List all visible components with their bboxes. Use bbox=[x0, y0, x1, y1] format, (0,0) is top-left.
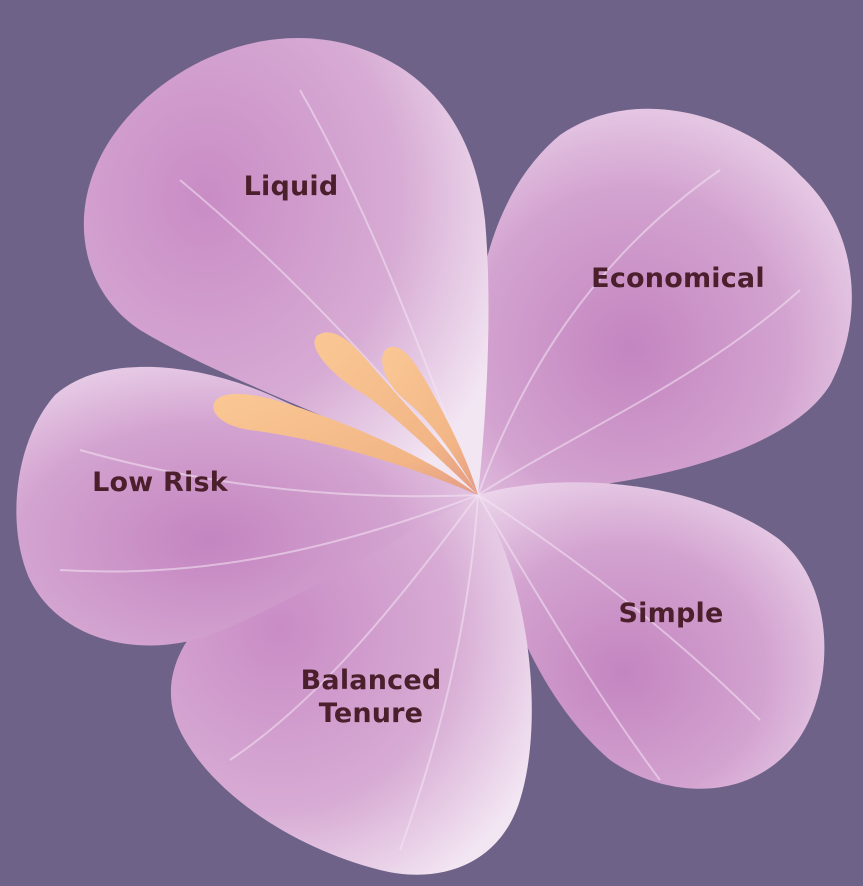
petal-label-low-risk: Low Risk bbox=[92, 467, 228, 498]
stamen-long bbox=[213, 393, 478, 495]
petal-label-balanced-tenure: Balanced Tenure bbox=[256, 664, 486, 730]
petal-economical bbox=[471, 108, 852, 495]
stamen-mid bbox=[314, 332, 478, 495]
stamen-short bbox=[382, 346, 478, 495]
petal-label-economical: Economical bbox=[591, 263, 765, 294]
petal-simple bbox=[478, 482, 825, 789]
petal-label-liquid: Liquid bbox=[243, 171, 339, 202]
petal-low-risk bbox=[16, 366, 479, 646]
stamens bbox=[213, 332, 478, 495]
petal-label-simple: Simple bbox=[618, 598, 724, 629]
petal-label-balanced-line1: Balanced bbox=[300, 665, 442, 696]
petal-label-balanced-line2: Tenure bbox=[318, 698, 424, 729]
